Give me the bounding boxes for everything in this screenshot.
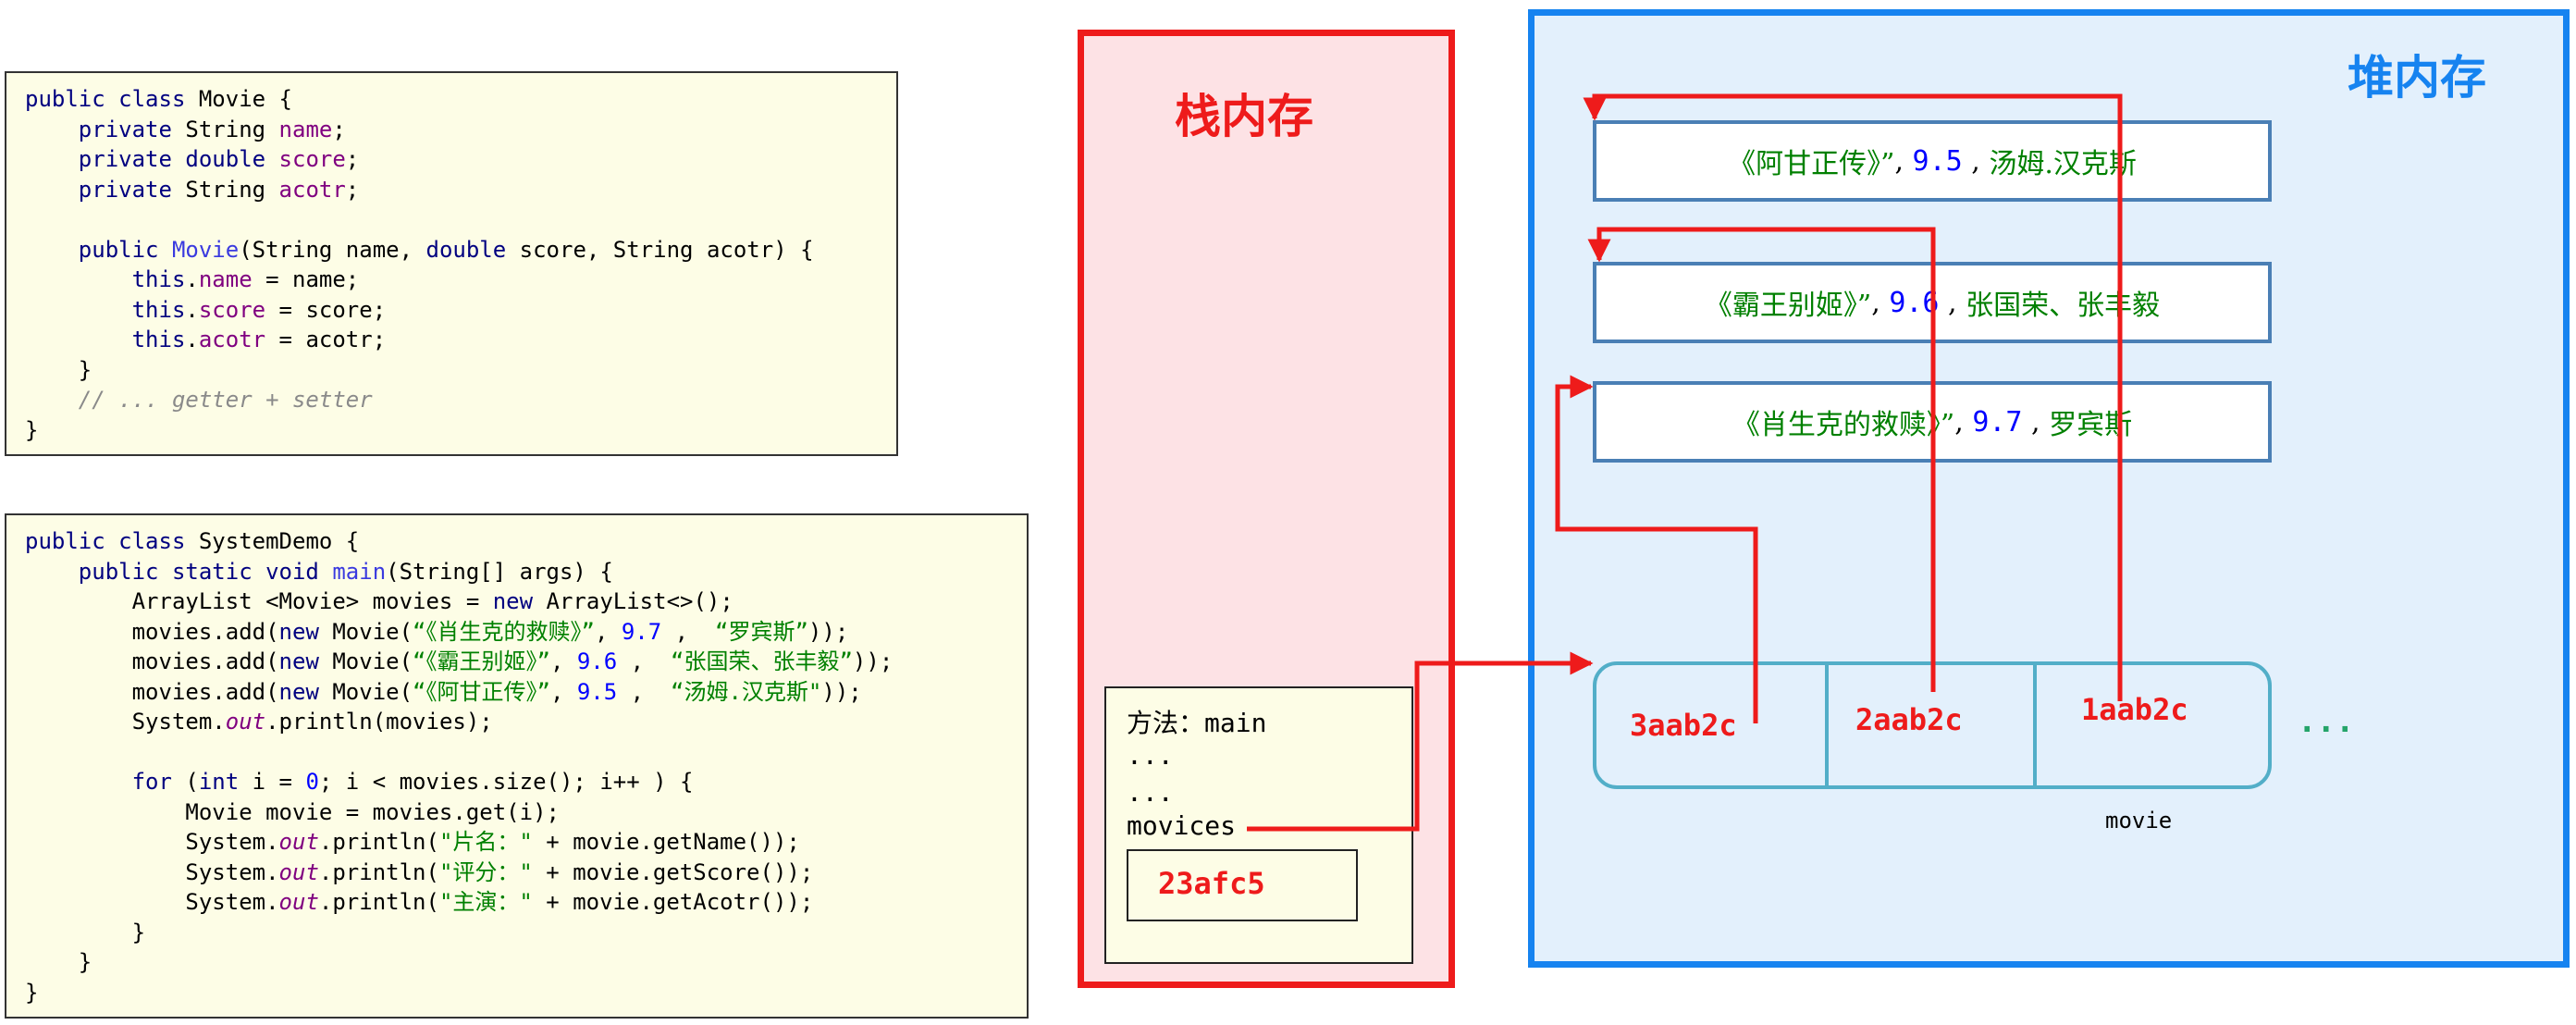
list-slot-divider [1825,665,1829,785]
movie-score: 9.7 [1972,405,2023,438]
code-line: System.out.println(movies); [25,709,493,735]
list-slot-address: 1aab2c [2081,692,2188,727]
code-line: ArrayList <Movie> movies = new ArrayList… [25,588,733,614]
stack-memory-title: 栈内存 [1175,90,1313,143]
frame-address-value: 23afc5 [1158,866,1265,901]
frame-address-box: 23afc5 [1127,849,1358,921]
list-slot-address: 3aab2c [1630,708,1737,743]
code-line: movies.add(new Movie(“《肖生克的救赎》”, 9.7 , “… [25,618,849,645]
movie-name: 《阿甘正传》” [1728,148,1895,180]
code-line: this.score = score; [131,296,387,323]
slot-1aab2c-arrow [1583,93,2123,701]
code-line: this.name = name; [131,266,360,292]
code-line: public class Movie { [25,86,292,112]
code-line: Movie movie = movies.get(i); [25,798,560,825]
code-line: public static void main(String[] args) { [78,558,613,585]
movie-name: 《霸王别姬》” [1704,290,1872,322]
list-slot-address: 2aab2c [1855,702,1963,737]
main-stack-frame: 方法：main ... ... movices 23afc5 [1104,686,1413,964]
code-line: movies.add(new Movie(“《霸王别姬》”, 9.6 , “张国… [25,648,894,674]
slot-2aab2c-arrow [1587,227,1936,692]
slot-3aab2c-arrow [1555,375,1758,723]
code-line: private String name; [78,116,346,142]
system-demo-code: public class SystemDemo { public static … [5,513,1029,1019]
frame-dots: ... [1127,740,1174,771]
heap-memory-title: 堆内存 [2348,51,2486,105]
code-line: movies.add(new Movie(“《阿甘正传》”, 9.5 , “汤姆… [25,678,862,705]
movie-actor: 汤姆.汉克斯 [1989,148,2137,180]
frame-dots: ... [1127,777,1174,808]
movie-score: 9.5 [1912,144,1963,178]
code-line: this.acotr = acotr; [131,327,387,352]
code-line: System.out.println("评分：" + movie.getScor… [25,858,814,885]
movie-class-code: public class Movie { private String name… [5,71,898,456]
movie-name: 《肖生克的救赎》” [1732,409,1955,441]
code-line: for (int i = 0; i < movies.size(); i++ )… [131,769,694,795]
code-line: private String acotr; [78,176,360,203]
frame-variable-name: movices [1127,810,1237,841]
movie-score: 9.6 [1889,286,1940,319]
code-line: private double score; [78,146,360,172]
code-line: } [25,416,39,443]
frame-method-label: 方法：main [1127,708,1267,738]
code-line: } [25,356,92,383]
code-line: } [25,919,146,945]
code-line: System.out.println("片名：" + movie.getName… [25,829,800,855]
list-ellipsis: ... [2298,703,2355,740]
code-line: } [25,949,92,975]
code-line: System.out.println("主演：" + movie.getAcot… [25,889,814,915]
stack-to-list-arrow [1247,651,1594,832]
code-line: } [25,979,39,1006]
code-line: public class SystemDemo { [25,528,360,554]
code-line: public Movie(String name, double score, … [78,236,814,263]
movie-object-box: 《阿甘正传》”, 9.5 , 汤姆.汉克斯 [1593,120,2272,202]
code-line: // ... getter + setter [78,387,373,413]
list-slot-divider [2033,665,2037,785]
movie-actor: 张国荣、张丰毅 [1966,290,2161,322]
list-label: movie [2105,808,2173,834]
